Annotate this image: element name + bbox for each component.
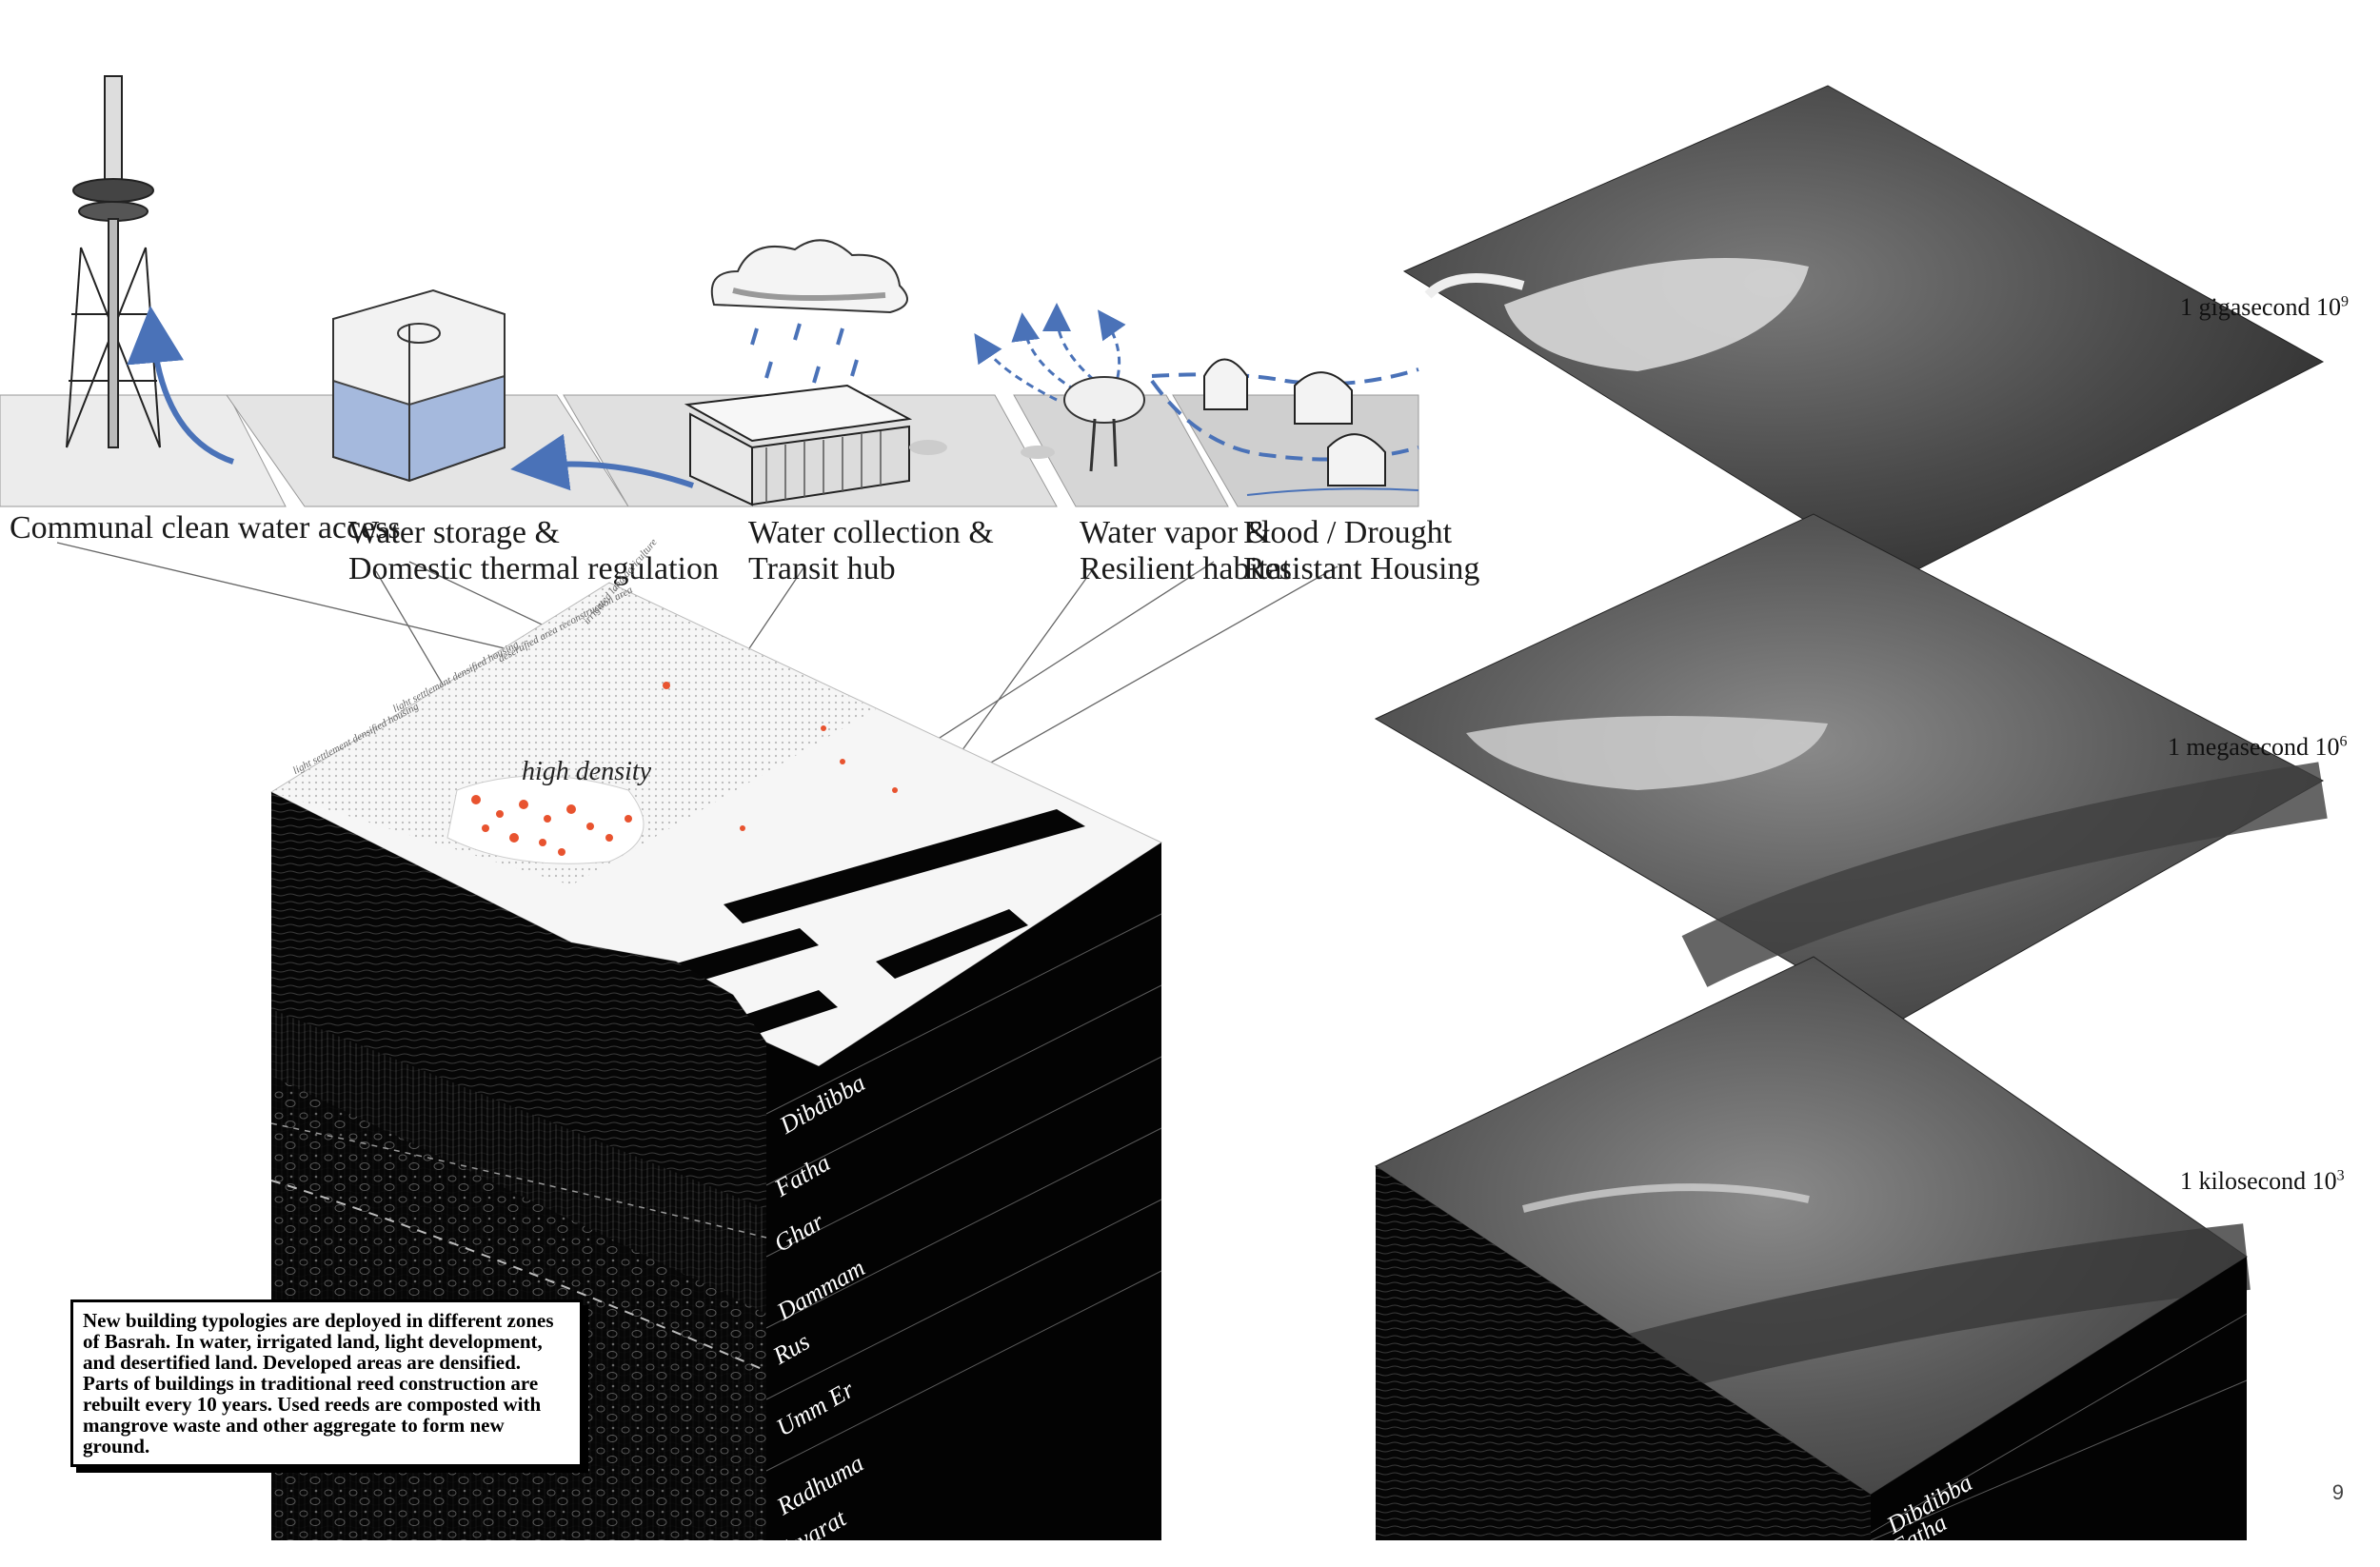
caption-box: New building typologies are deployed in …	[70, 1299, 583, 1467]
flow-arrow	[510, 433, 694, 491]
aerial-plate-gigasecond	[1402, 85, 2325, 580]
timescale-gigasecond: 1 gigasecond 109	[2180, 293, 2349, 322]
timescale-exponent: 9	[2340, 293, 2349, 310]
timescale-exponent: 6	[2339, 733, 2348, 750]
label-flood-housing: Flood / Drought Resistant Housing	[1243, 515, 1479, 587]
water-ripple	[1021, 446, 1055, 459]
high-density-dots	[471, 682, 898, 856]
label-line: Resilient habitat	[1080, 551, 1291, 586]
water-ripple	[909, 440, 947, 455]
label-line: Communal clean water access	[10, 510, 401, 545]
timescale-kilosecond: 1 kilosecond 103	[2180, 1167, 2345, 1196]
label-line: Transit hub	[748, 551, 896, 586]
label-line: Water storage &	[348, 515, 560, 550]
label-line: Flood / Drought	[1243, 515, 1453, 550]
water-level-line	[1246, 487, 1419, 496]
map-annotation-high-density: high density	[522, 757, 652, 786]
label-line: Water collection &	[748, 515, 994, 550]
aerial-plate-megasecond	[1374, 513, 2328, 1024]
label-line: Water vapor &	[1080, 515, 1272, 550]
label-water-storage: Water storage & Domestic thermal regulat…	[348, 515, 719, 587]
timescale-label: 1 gigasecond 10	[2180, 293, 2341, 321]
page-number: 9	[2331, 1480, 2344, 1504]
label-communal-water: Communal clean water access	[10, 510, 401, 546]
mangrove-clusters	[666, 809, 1085, 1036]
aerial-block-kilosecond	[1374, 956, 2251, 1540]
timescale-label: 1 megasecond 10	[2168, 733, 2340, 761]
timescale-exponent: 3	[2336, 1167, 2345, 1184]
flow-arrow	[127, 306, 234, 465]
label-water-collection: Water collection & Transit hub	[748, 515, 994, 587]
vapor-arrows	[974, 303, 1126, 402]
rain-drops	[750, 323, 859, 384]
timescale-label: 1 kilosecond 10	[2180, 1167, 2337, 1195]
water-tower-illustration	[66, 75, 161, 448]
label-water-vapor: Water vapor & Resilient habitat	[1080, 515, 1291, 587]
timescale-megasecond: 1 megasecond 106	[2168, 733, 2348, 762]
transit-hub-illustration	[684, 384, 913, 506]
mangrove-trees-illustration	[1063, 376, 1145, 472]
label-line: Domestic thermal regulation	[348, 551, 719, 586]
label-line: Resistant Housing	[1243, 551, 1480, 586]
water-storage-illustration	[332, 288, 506, 483]
reed-house-illustration	[1203, 358, 1386, 486]
cloud-icon	[710, 239, 908, 314]
